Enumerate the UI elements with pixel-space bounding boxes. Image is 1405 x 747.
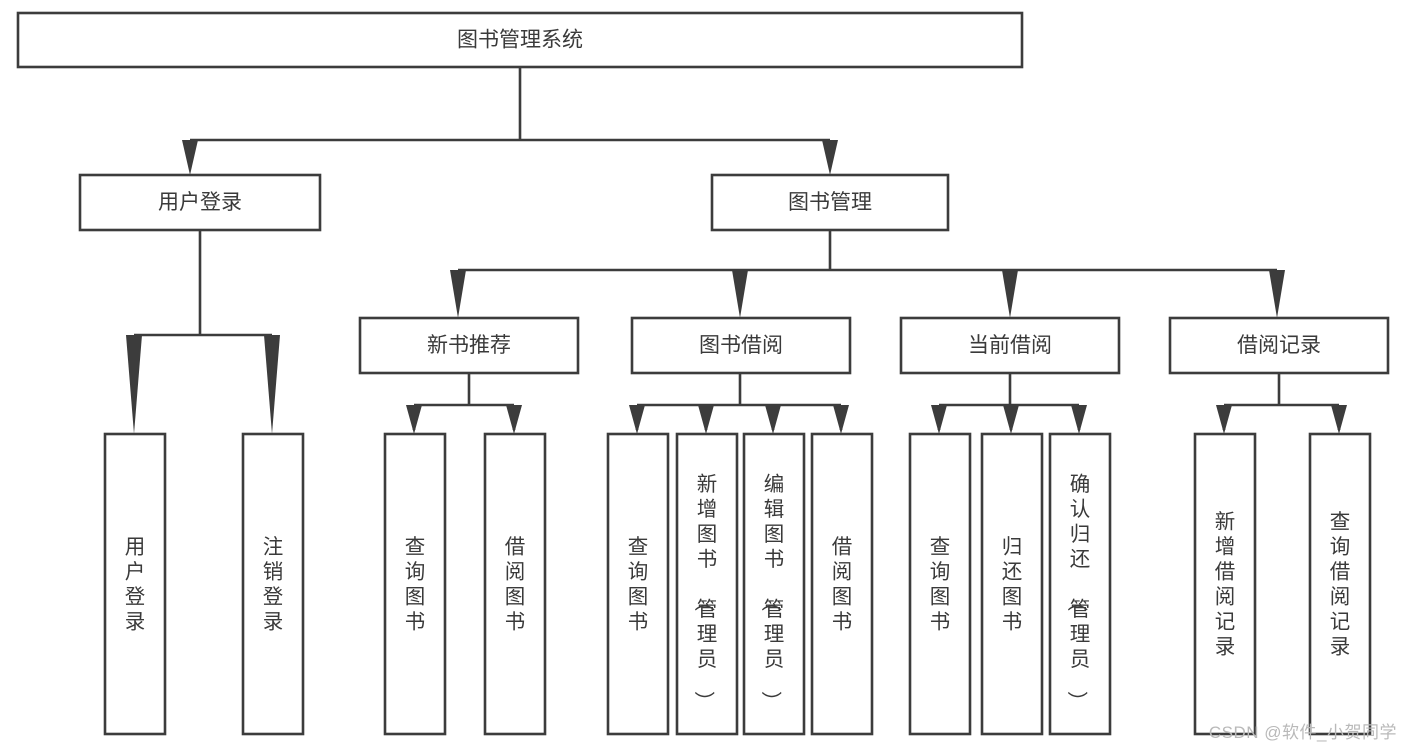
connector-arrow bbox=[506, 405, 522, 434]
node-leaf[interactable]: 查询图书 bbox=[908, 432, 972, 736]
connector-arrow bbox=[732, 270, 748, 318]
node-level3[interactable]: 图书借阅 bbox=[630, 316, 852, 375]
connector-arrow bbox=[698, 405, 714, 434]
connector-arrow bbox=[1002, 270, 1018, 318]
node-label: 新增图书（管理员） bbox=[692, 473, 718, 712]
connector-arrow bbox=[833, 405, 849, 434]
node-leaf[interactable]: 查询图书 bbox=[606, 432, 670, 736]
connector-arrow bbox=[1071, 405, 1087, 434]
connector-bus bbox=[1224, 373, 1339, 407]
node-leaf[interactable]: 用户登录 bbox=[103, 432, 167, 736]
connector-arrow bbox=[1003, 405, 1019, 434]
node-level2[interactable]: 用户登录 bbox=[78, 173, 322, 232]
node-level2[interactable]: 图书管理 bbox=[710, 173, 950, 232]
connector-layer bbox=[126, 67, 1347, 434]
node-label: 借阅记录 bbox=[1237, 334, 1321, 357]
connector-bus bbox=[190, 67, 830, 142]
connector-bus bbox=[458, 230, 1277, 272]
connector-arrow bbox=[629, 405, 645, 434]
node-leaf[interactable]: 归还图书 bbox=[980, 432, 1044, 736]
node-leaf[interactable]: 查询借阅记录 bbox=[1308, 432, 1372, 736]
node-leaf[interactable]: 查询图书 bbox=[383, 432, 447, 736]
connector-bus bbox=[414, 373, 514, 407]
connector-arrow bbox=[1331, 405, 1347, 434]
connector-bus bbox=[637, 373, 841, 407]
node-label: 用户登录 bbox=[158, 191, 242, 214]
connector-arrow bbox=[1269, 270, 1285, 318]
connector-arrow bbox=[406, 405, 422, 434]
node-leaf[interactable]: 确认归还（管理员） bbox=[1048, 432, 1112, 736]
connector-arrow bbox=[126, 335, 142, 434]
node-label: 新书推荐 bbox=[427, 334, 511, 357]
node-level3[interactable]: 当前借阅 bbox=[899, 316, 1121, 375]
connector-arrow bbox=[182, 140, 198, 175]
node-leaf[interactable]: 借阅图书 bbox=[483, 432, 547, 736]
node-leaf[interactable]: 借阅图书 bbox=[810, 432, 874, 736]
node-label: 编辑图书（管理员） bbox=[759, 473, 785, 712]
node-leaf[interactable]: 新增借阅记录 bbox=[1193, 432, 1257, 736]
node-label: 查询图书 bbox=[930, 536, 951, 634]
node-label: 查询借阅记录 bbox=[1330, 511, 1351, 659]
connector-arrow bbox=[450, 270, 466, 318]
node-label: 归还图书 bbox=[1002, 536, 1023, 634]
connector-arrow bbox=[822, 140, 838, 175]
node-leaf[interactable]: 新增图书（管理员） bbox=[675, 432, 739, 736]
node-layer: 图书管理系统用户登录图书管理新书推荐图书借阅当前借阅借阅记录用户登录注销登录查询… bbox=[16, 11, 1390, 736]
node-level3[interactable]: 新书推荐 bbox=[358, 316, 580, 375]
connector-bus bbox=[134, 230, 272, 337]
node-label: 注销登录 bbox=[263, 536, 284, 634]
node-leaf[interactable]: 注销登录 bbox=[241, 432, 305, 736]
node-level3[interactable]: 借阅记录 bbox=[1168, 316, 1390, 375]
connector-arrow bbox=[931, 405, 947, 434]
node-leaf[interactable]: 编辑图书（管理员） bbox=[742, 432, 806, 736]
node-label: 查询图书 bbox=[405, 536, 426, 634]
node-label: 借阅图书 bbox=[832, 536, 853, 634]
node-root[interactable]: 图书管理系统 bbox=[16, 11, 1024, 69]
connector-bus bbox=[939, 373, 1079, 407]
node-label: 新增借阅记录 bbox=[1215, 511, 1236, 659]
connector-arrow bbox=[1216, 405, 1232, 434]
connector-arrow bbox=[765, 405, 781, 434]
connector-arrow bbox=[264, 335, 280, 434]
node-label: 用户登录 bbox=[125, 536, 146, 634]
node-label: 借阅图书 bbox=[505, 536, 526, 634]
node-label: 图书借阅 bbox=[699, 334, 783, 357]
node-label: 图书管理系统 bbox=[457, 29, 583, 52]
node-label: 图书管理 bbox=[788, 191, 872, 214]
node-label: 当前借阅 bbox=[968, 334, 1052, 357]
node-label: 确认归还（管理员） bbox=[1065, 473, 1091, 712]
node-label: 查询图书 bbox=[628, 536, 649, 634]
